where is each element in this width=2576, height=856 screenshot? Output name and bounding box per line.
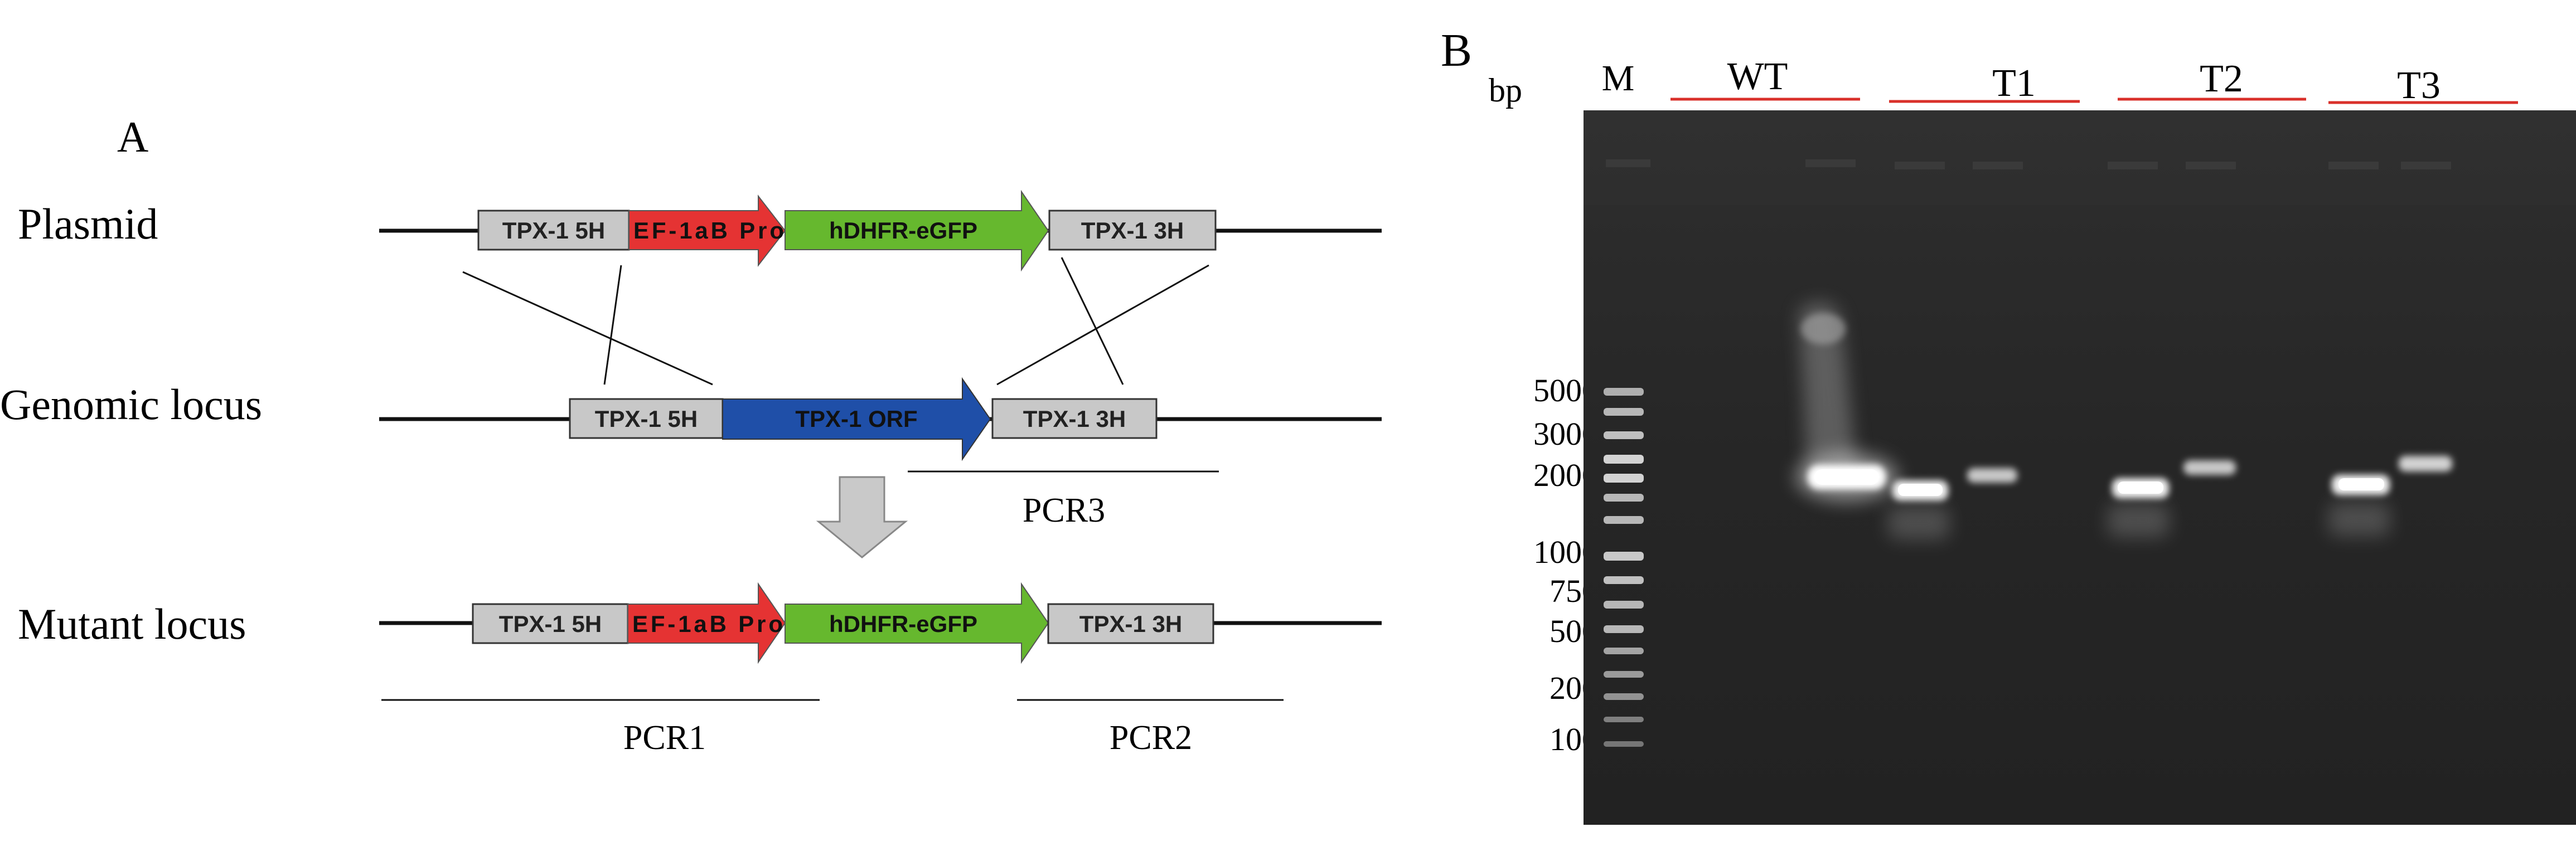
mutant-hdhfr-egfp-arrow bbox=[785, 582, 1049, 664]
plasmid-hdhfr-egfp-label: hDHFR-eGFP bbox=[829, 217, 977, 244]
plasmid-tpx1-3h-box bbox=[1048, 210, 1217, 251]
lane-label-marker: M bbox=[1602, 58, 1635, 99]
pcr1-label: PCR1 bbox=[623, 719, 706, 757]
row-label-plasmid: Plasmid bbox=[18, 200, 158, 248]
mutant-ef1ab-promoter-arrow bbox=[627, 582, 786, 664]
t2-lane-bands bbox=[2108, 460, 2236, 537]
plasmid-ef1ab-promoter-arrow bbox=[628, 194, 786, 267]
genomic-locus-construct: TPX-1 5H TPX-1 ORF TPX-1 3H bbox=[379, 377, 1382, 461]
panel-b-label: B bbox=[1441, 25, 1472, 76]
pcr3-label: PCR3 bbox=[1023, 492, 1105, 529]
genomic-tpx1-3h-box bbox=[991, 398, 1158, 439]
gel-wells bbox=[1606, 159, 2451, 169]
lane-label-t2: T2 bbox=[2200, 57, 2243, 100]
panel-a-label: A bbox=[117, 113, 148, 161]
recombination-crossover-lines bbox=[462, 257, 1209, 386]
mutant-tpx1-5h-label: TPX-1 5H bbox=[499, 611, 602, 637]
mutant-hdhfr-egfp-label: hDHFR-eGFP bbox=[829, 611, 977, 637]
mutant-tpx1-5h-box bbox=[472, 603, 629, 644]
panel-a: A Plasmid Genomic locus Mutant locus TPX… bbox=[0, 113, 1382, 757]
plasmid-construct: TPX-1 5H EF-1aB Pro hDHFR-eGFP TPX-1 3H bbox=[379, 189, 1382, 272]
plasmid-hdhfr-egfp-arrow bbox=[785, 189, 1049, 272]
wt-lane-bands bbox=[1795, 302, 1898, 502]
row-label-genomic-locus: Genomic locus bbox=[0, 380, 262, 429]
pcr2-label: PCR2 bbox=[1110, 719, 1192, 757]
gel-image bbox=[1584, 110, 2576, 825]
bp-unit-label: bp bbox=[1489, 72, 1522, 109]
lane-label-t1: T1 bbox=[1992, 62, 2036, 105]
row-label-mutant-locus: Mutant locus bbox=[18, 600, 246, 648]
down-arrow-icon bbox=[816, 476, 908, 558]
genomic-tpx1-3h-label: TPX-1 3H bbox=[1023, 406, 1126, 432]
mutant-tpx1-3h-box bbox=[1047, 603, 1214, 644]
mutant-locus-construct: TPX-1 5H EF-1aB Pro hDHFR-eGFP TPX-1 3H bbox=[379, 582, 1382, 664]
genomic-tpx1-5h-label: TPX-1 5H bbox=[595, 406, 698, 432]
plasmid-tpx1-3h-label: TPX-1 3H bbox=[1081, 217, 1184, 244]
t3-lane-bands bbox=[2328, 456, 2452, 536]
plasmid-tpx1-5h-label: TPX-1 5H bbox=[502, 217, 605, 244]
lane-label-t3: T3 bbox=[2397, 64, 2441, 107]
genomic-tpx1-orf-arrow bbox=[722, 377, 991, 461]
panel-b: B bp M WT T1 T2 T3 5000 3000 2000 1000 7… bbox=[1441, 25, 2576, 825]
lane-label-wt: WT bbox=[1727, 55, 1788, 98]
dna-ladder-lane bbox=[1604, 388, 1644, 747]
genomic-tpx1-orf-label: TPX-1 ORF bbox=[795, 406, 917, 432]
t1-lane-bands bbox=[1888, 468, 2017, 539]
mutant-tpx1-3h-label: TPX-1 3H bbox=[1079, 611, 1182, 637]
